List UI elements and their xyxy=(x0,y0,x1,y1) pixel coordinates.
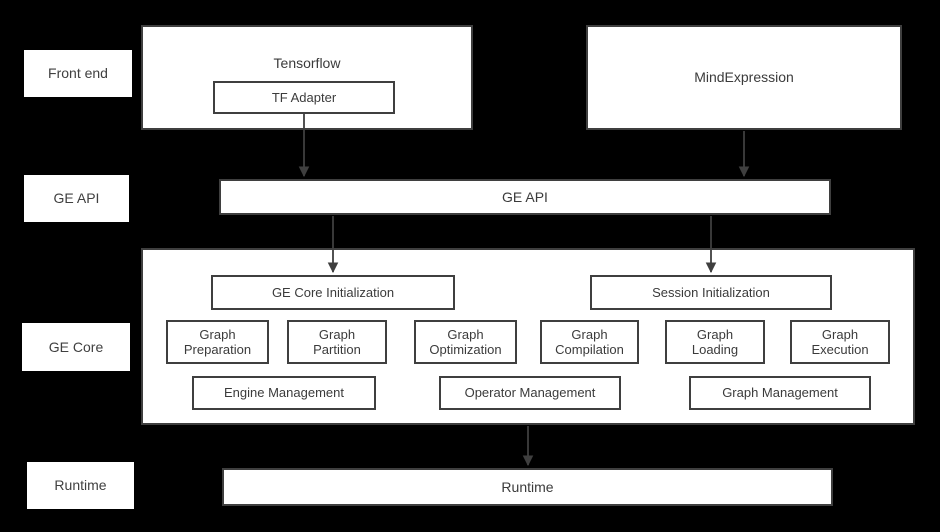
engine-management-label: Engine Management xyxy=(224,385,344,401)
graph-management-label: Graph Management xyxy=(722,385,838,401)
tier-label-front-end: Front end xyxy=(24,50,132,97)
tensorflow-title: Tensorflow xyxy=(273,55,341,71)
graph-management-box[interactable]: Graph Management xyxy=(689,376,871,410)
graph-optimization-box[interactable]: Graph Optimization xyxy=(414,320,517,364)
graph-loading-label: Graph Loading xyxy=(691,326,739,357)
ge-api-bar[interactable]: GE API xyxy=(219,179,831,215)
ge-core-initialization-label: GE Core Initialization xyxy=(271,284,395,300)
graph-optimization-label: Graph Optimization xyxy=(429,326,502,357)
tf-adapter-label: TF Adapter xyxy=(271,89,337,105)
runtime-label: Runtime xyxy=(501,478,554,495)
tensorflow-frame[interactable]: Tensorflow xyxy=(141,25,473,130)
tier-label-ge-core: GE Core xyxy=(22,323,130,371)
graph-preparation-box[interactable]: Graph Preparation xyxy=(166,320,269,364)
ge-core-initialization-box[interactable]: GE Core Initialization xyxy=(211,275,455,310)
graph-execution-box[interactable]: Graph Execution xyxy=(790,320,890,364)
operator-management-box[interactable]: Operator Management xyxy=(439,376,621,410)
tier-label-text: GE Core xyxy=(48,338,104,355)
tier-label-text: Front end xyxy=(48,65,108,82)
tier-label-runtime: Runtime xyxy=(27,462,134,509)
tier-label-text: Runtime xyxy=(54,477,107,494)
graph-preparation-label: Graph Preparation xyxy=(183,326,252,357)
graph-partition-box[interactable]: Graph Partition xyxy=(287,320,387,364)
graph-execution-label: Graph Execution xyxy=(811,326,869,357)
session-initialization-box[interactable]: Session Initialization xyxy=(590,275,832,310)
tier-label-ge-api: GE API xyxy=(24,175,129,222)
graph-compilation-label: Graph Compilation xyxy=(555,326,624,357)
graph-compilation-box[interactable]: Graph Compilation xyxy=(540,320,639,364)
session-initialization-label: Session Initialization xyxy=(652,284,770,300)
tier-label-text: GE API xyxy=(53,190,100,207)
graph-partition-label: Graph Partition xyxy=(313,326,361,357)
engine-management-box[interactable]: Engine Management xyxy=(192,376,376,410)
runtime-bar[interactable]: Runtime xyxy=(222,468,833,506)
operator-management-label: Operator Management xyxy=(464,385,596,401)
graph-loading-box[interactable]: Graph Loading xyxy=(665,320,765,364)
mindexpression-title: MindExpression xyxy=(694,69,794,86)
mindexpression-frame[interactable]: MindExpression xyxy=(586,25,902,130)
ge-api-label: GE API xyxy=(502,188,548,205)
tf-adapter-box[interactable]: TF Adapter xyxy=(213,81,395,114)
